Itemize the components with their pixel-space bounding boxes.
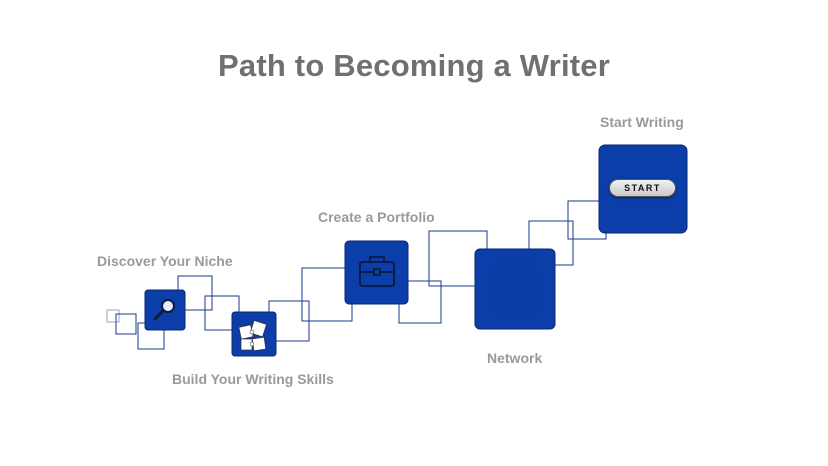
globe-dot bbox=[514, 268, 516, 270]
globe-dot bbox=[499, 293, 501, 295]
globe-dot bbox=[509, 298, 511, 300]
globe-dot bbox=[514, 308, 516, 310]
globe-dot bbox=[534, 278, 536, 280]
globe-dot bbox=[509, 268, 511, 270]
globe-dot bbox=[489, 303, 491, 305]
globe-dot bbox=[519, 308, 521, 310]
globe-dot bbox=[524, 268, 526, 270]
globe-dot bbox=[529, 278, 531, 280]
globe-dot bbox=[509, 303, 511, 305]
page-title: Path to Becoming a Writer bbox=[218, 48, 610, 83]
globe-dot bbox=[514, 293, 516, 295]
globe-dot bbox=[539, 303, 541, 305]
dot-globe-icon bbox=[489, 263, 541, 315]
globe-dot bbox=[504, 308, 506, 310]
label-build-skills: Build Your Writing Skills bbox=[172, 371, 334, 387]
globe-dot bbox=[509, 313, 511, 315]
globe-dot bbox=[519, 293, 521, 295]
globe-dot bbox=[514, 298, 516, 300]
globe-dot bbox=[509, 273, 511, 275]
globe-dot bbox=[509, 288, 511, 290]
globe-dot bbox=[529, 308, 531, 310]
tile-network bbox=[474, 248, 556, 330]
globe-dot bbox=[524, 288, 526, 290]
globe-dot bbox=[504, 288, 506, 290]
globe-dot bbox=[504, 273, 506, 275]
label-discover-niche: Discover Your Niche bbox=[97, 253, 233, 269]
globe-dot bbox=[514, 283, 516, 285]
globe-dot bbox=[519, 273, 521, 275]
globe-dot bbox=[534, 288, 536, 290]
globe-dot bbox=[499, 278, 501, 280]
globe-dot bbox=[499, 298, 501, 300]
globe-dot bbox=[494, 283, 496, 285]
globe-dot bbox=[499, 313, 501, 315]
globe-dot bbox=[539, 283, 541, 285]
globe-dot bbox=[524, 313, 526, 315]
briefcase-icon bbox=[359, 256, 395, 287]
globe-dot bbox=[539, 298, 541, 300]
globe-dot bbox=[489, 278, 491, 280]
globe-dot bbox=[514, 263, 516, 265]
globe-dot bbox=[534, 273, 536, 275]
globe-dot bbox=[524, 273, 526, 275]
globe-dot bbox=[529, 313, 531, 315]
globe-dot bbox=[489, 288, 491, 290]
globe-dot bbox=[514, 313, 516, 315]
globe-dot bbox=[524, 298, 526, 300]
globe-dot bbox=[499, 268, 501, 270]
globe-dot bbox=[504, 293, 506, 295]
globe-dot bbox=[489, 273, 491, 275]
globe-dot bbox=[529, 283, 531, 285]
globe-dot bbox=[494, 303, 496, 305]
globe-dot bbox=[539, 273, 541, 275]
globe-dot bbox=[534, 293, 536, 295]
globe-dot bbox=[519, 263, 521, 265]
deco-square-1 bbox=[106, 309, 120, 323]
globe-dot bbox=[504, 263, 506, 265]
globe-dot bbox=[494, 288, 496, 290]
globe-dot bbox=[494, 298, 496, 300]
puzzle-icon bbox=[238, 319, 267, 352]
globe-dot bbox=[514, 278, 516, 280]
globe-dot bbox=[519, 303, 521, 305]
globe-dot bbox=[499, 283, 501, 285]
globe-dot bbox=[524, 303, 526, 305]
globe-dot bbox=[524, 283, 526, 285]
globe-dot bbox=[519, 288, 521, 290]
deco-square-2 bbox=[115, 313, 137, 335]
magnifier-icon bbox=[153, 299, 175, 321]
globe-dot bbox=[494, 273, 496, 275]
globe-dot bbox=[539, 288, 541, 290]
globe-dot bbox=[519, 278, 521, 280]
globe-dot bbox=[499, 263, 501, 265]
globe-dot bbox=[529, 263, 531, 265]
label-network: Network bbox=[487, 350, 543, 366]
globe-dot bbox=[504, 303, 506, 305]
globe-dot bbox=[509, 283, 511, 285]
globe-dot bbox=[489, 293, 491, 295]
globe-dot bbox=[504, 278, 506, 280]
globe-dot bbox=[529, 268, 531, 270]
start-button[interactable]: START bbox=[609, 179, 676, 197]
globe-dot bbox=[529, 298, 531, 300]
label-create-portfolio: Create a Portfolio bbox=[318, 209, 435, 225]
globe-dot bbox=[529, 293, 531, 295]
globe-dot bbox=[534, 308, 536, 310]
globe-dot bbox=[499, 308, 501, 310]
label-start-writing: Start Writing bbox=[600, 114, 684, 130]
globe-dot bbox=[534, 303, 536, 305]
globe-dot bbox=[494, 268, 496, 270]
